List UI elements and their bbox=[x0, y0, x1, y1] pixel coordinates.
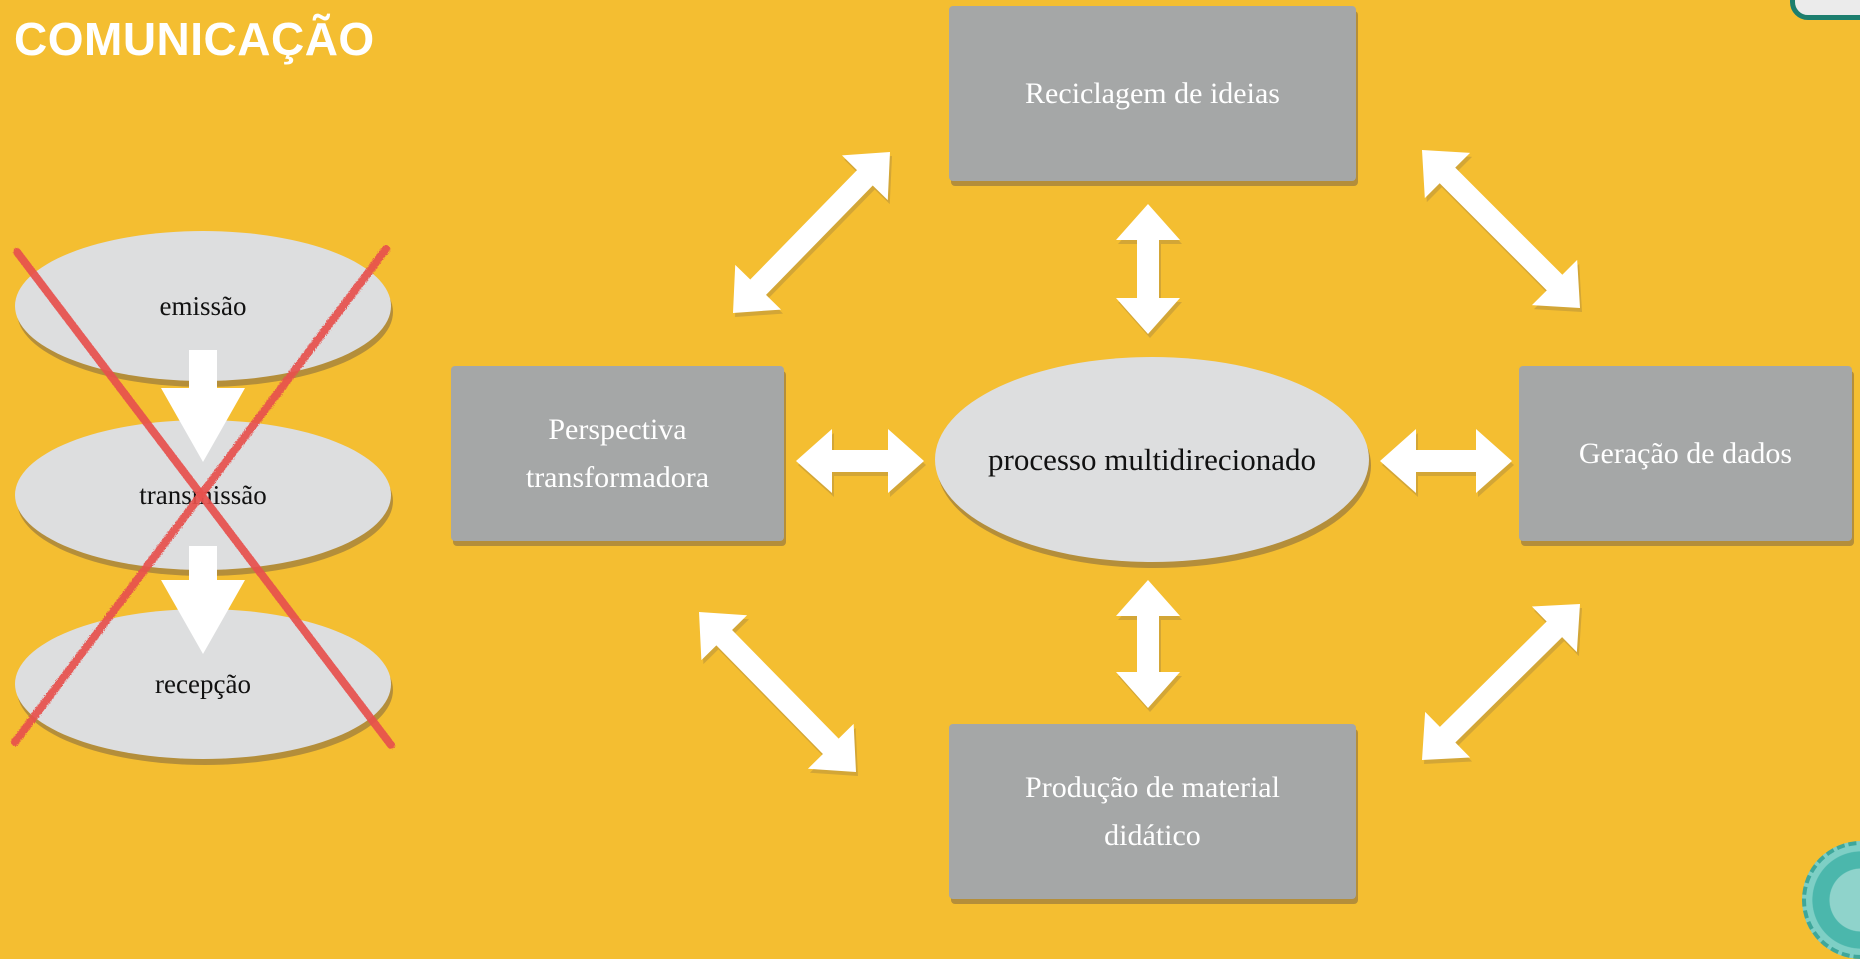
arrow-bottom-right-double-headed-arrow-icon bbox=[1422, 604, 1580, 760]
node-perspective-label-line2: transformadora bbox=[525, 460, 710, 494]
arrow-top-left-shadow bbox=[735, 156, 892, 317]
node-perspective-label-line1: Perspectiva bbox=[548, 412, 687, 446]
arrow-bottom-center-double-headed-arrow-icon bbox=[1116, 580, 1180, 708]
arrow-bottom-left-double-headed-arrow-icon bbox=[699, 612, 856, 772]
node-production-label-line2: didático bbox=[1104, 818, 1201, 852]
stage-label-reception: recepção bbox=[155, 668, 251, 699]
arrow-bottom-left-shadow bbox=[701, 616, 858, 776]
arrow-top-left-double-headed-arrow-icon bbox=[733, 152, 890, 313]
arrow-top-center-double-headed-arrow-icon bbox=[1116, 204, 1180, 334]
stage-label-transmission: transmissão bbox=[139, 479, 267, 510]
node-data-generation-label: Geração de dados bbox=[1578, 436, 1793, 470]
stage-ellipse-reception: recepção bbox=[15, 609, 391, 759]
arrow-bottom-center-shadow bbox=[1118, 584, 1182, 712]
node-transformative-perspective: Perspectiva transformadora bbox=[451, 366, 784, 541]
node-production-label-line1: Produção de material bbox=[1025, 770, 1280, 804]
arrow-right-center-double-headed-arrow-icon bbox=[1380, 429, 1512, 493]
arrow-right-center-shadow bbox=[1382, 433, 1514, 497]
slide: COMUNICAÇÃO emissão transmissão recepção bbox=[11, 0, 1860, 959]
center-process-label: processo multidirecionado bbox=[988, 441, 1316, 477]
arrow-top-center-shadow bbox=[1118, 208, 1182, 338]
corner-badge-decoration bbox=[1790, 0, 1860, 20]
stage-ellipse-emission: emissão bbox=[15, 231, 391, 381]
node-idea-recycling-label: Reciclagem de ideias bbox=[1025, 76, 1280, 110]
arrow-left-center-shadow bbox=[798, 433, 926, 497]
slide-title: COMUNICAÇÃO bbox=[14, 13, 375, 65]
center-process-ellipse: processo multidirecionado bbox=[935, 357, 1369, 562]
stage-ellipse-transmission: transmissão bbox=[15, 420, 391, 570]
arrow-bottom-right-shadow bbox=[1424, 608, 1582, 764]
arrow-left-center-double-headed-arrow-icon bbox=[796, 429, 924, 493]
corner-seal-decoration bbox=[1802, 841, 1860, 959]
node-material-production: Produção de material didático bbox=[949, 724, 1356, 899]
arrow-top-right-double-headed-arrow-icon bbox=[1422, 150, 1580, 308]
arrow-top-right-shadow bbox=[1424, 154, 1582, 312]
node-data-generation: Geração de dados bbox=[1519, 366, 1852, 541]
node-idea-recycling: Reciclagem de ideias bbox=[949, 6, 1356, 181]
stage-label-emission: emissão bbox=[159, 290, 247, 321]
